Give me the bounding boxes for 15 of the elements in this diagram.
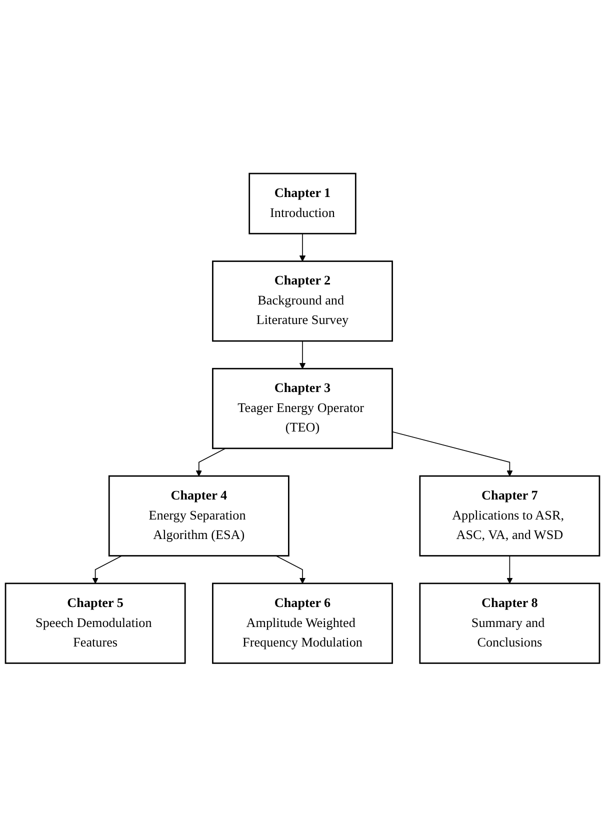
arrow [506, 556, 513, 584]
node-box: Chapter 8 Summary and Conclusions [419, 582, 600, 664]
arrow [299, 233, 306, 262]
node-box: Chapter 3 Teager Energy Operator (TEO) [212, 368, 393, 450]
arrow [275, 556, 306, 584]
node-box: Chapter 5 Speech Demodulation Features [4, 582, 186, 664]
node-box: Chapter 4 Energy Separation Algorithm (ESA) [108, 475, 290, 557]
arrow [92, 556, 122, 584]
node-box: Chapter 1 Introduction [248, 172, 356, 234]
arrow [299, 340, 306, 370]
node-box: Chapter 2 Background and Literature Survey [212, 260, 393, 342]
arrow [196, 448, 226, 476]
node-box: Chapter 6 Amplitude Weighted Frequency Modulation [212, 582, 393, 664]
arrow [392, 432, 513, 476]
node-box: Chapter 7 Applications to ASR, ASC, VA, and WSD [419, 475, 600, 557]
